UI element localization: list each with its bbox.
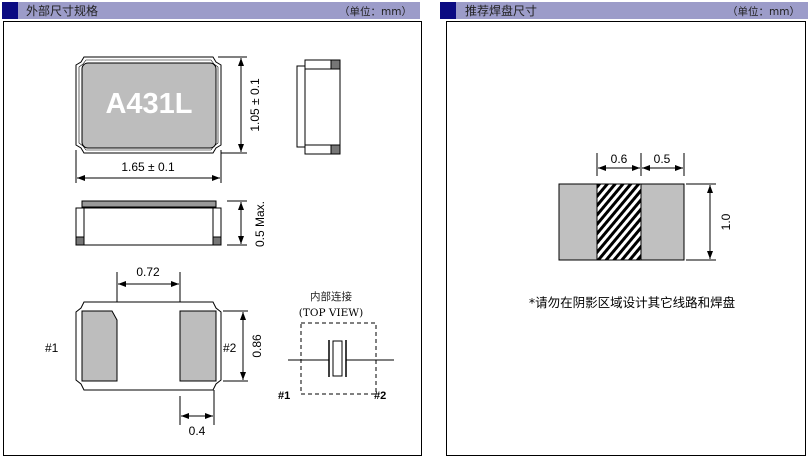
land-dimensions: 0.6 0.5 1.0 <box>596 152 733 261</box>
right-panel-title: 推荐焊盘尺寸 <box>465 3 537 18</box>
left-panel-header: 外部尺寸规格 （单位：mm） <box>2 2 420 19</box>
pad-height-label: 0.86 <box>250 334 264 358</box>
bottom-view: #1 #2 <box>45 301 237 391</box>
keep-out-area <box>596 183 642 261</box>
land-height-label: 1.0 <box>719 213 733 230</box>
front-view <box>75 200 222 246</box>
part-marking: A431L <box>105 88 192 120</box>
gap-label: 0.6 <box>611 152 628 166</box>
land-width-label: 0.5 <box>654 152 671 166</box>
pad-width-label: 0.4 <box>189 424 206 438</box>
left-panel-title: 外部尺寸规格 <box>26 3 98 18</box>
thickness-dimension: 0.5 Max. <box>227 200 267 247</box>
land-pad-right <box>640 183 685 261</box>
left-panel-unit: （单位：mm） <box>339 5 412 18</box>
pad-gap-dimension: 0.72 <box>116 265 181 302</box>
internal-pin-1: #1 <box>278 390 290 402</box>
right-panel-unit: （单位：mm） <box>727 5 800 18</box>
width-dimension: 1.65 ± 0.1 <box>75 150 222 183</box>
keep-out-note: *请勿在阴影区域设计其它线路和焊盘 <box>529 295 735 310</box>
pad-1 <box>81 310 118 382</box>
header-square-icon <box>440 2 456 19</box>
top-view: A431L <box>75 56 222 154</box>
left-panel-frame <box>3 21 422 456</box>
right-panel-frame <box>446 21 806 456</box>
thickness-label: 0.5 Max. <box>253 201 267 247</box>
height-label: 1.05 ± 0.1 <box>248 78 262 132</box>
land-pattern <box>558 183 685 261</box>
internal-connection: 内部连接 (TOP VIEW) #1 #2 <box>278 290 394 402</box>
right-panel-header: 推荐焊盘尺寸 （单位：mm） <box>440 2 808 19</box>
internal-subtitle: (TOP VIEW) <box>299 307 363 319</box>
pin-2-label: #2 <box>223 341 237 355</box>
pad-gap-label: 0.72 <box>136 265 160 279</box>
side-view <box>296 59 341 155</box>
crystal-icon <box>332 340 343 377</box>
height-dimension: 1.05 ± 0.1 <box>218 56 262 154</box>
land-pad-left <box>558 183 598 261</box>
internal-pin-2: #2 <box>374 390 386 402</box>
pad-height-dimension: 0.86 <box>223 310 264 382</box>
pin-1-label: #1 <box>45 341 59 355</box>
width-label: 1.65 ± 0.1 <box>121 160 175 174</box>
pad-width-dimension: 0.4 <box>179 390 215 438</box>
header-square-icon <box>2 2 18 19</box>
internal-title: 内部连接 <box>310 290 352 303</box>
pad-2 <box>179 310 217 382</box>
package-outline <box>300 322 377 395</box>
